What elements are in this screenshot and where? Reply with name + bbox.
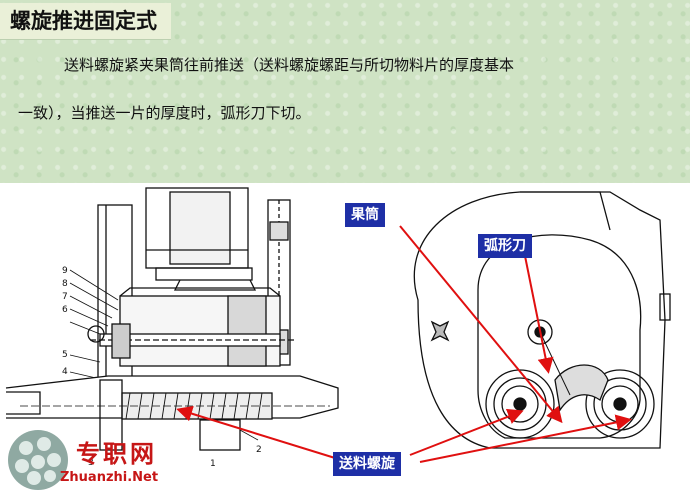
part-number: 6: [62, 305, 68, 315]
part-number: 3: [88, 458, 94, 468]
part-number: 1: [210, 459, 216, 469]
part-number: 2: [256, 445, 262, 455]
side-section-view: [5, 187, 339, 451]
paragraph-line-1: 送料螺旋紧夹果筒往前推送（送料螺旋螺距与所切物料片的厚度基本: [64, 56, 515, 74]
page-title: 螺旋推进固定式: [0, 3, 171, 40]
part-number: 7: [62, 292, 68, 302]
part-numbers: 9 8 7 6 5 4 1 2 3: [62, 266, 262, 469]
watermark-text-en: Zhuanzhi.Net: [60, 470, 159, 485]
machine-diagram: 9 8 7 6 5 4 1 2 3: [0, 183, 690, 494]
description-paragraph: 送料螺旋紧夹果筒往前推送（送料螺旋螺距与所切物料片的厚度基本 一致），当推送一片…: [18, 52, 678, 126]
label-huxing-dao: 弧形刀: [478, 234, 532, 258]
callout-arrows: [176, 225, 632, 463]
part-number: 9: [62, 266, 68, 276]
label-guotong: 果筒: [345, 203, 385, 227]
part-number: 4: [62, 367, 68, 377]
arrow-guotong: [399, 225, 563, 424]
part-number: 8: [62, 279, 68, 289]
part-number: 5: [62, 350, 68, 360]
watermark-text-cn: 专职网: [76, 439, 157, 468]
arrow-screw-left: [176, 405, 336, 459]
arrow-huxing-dao: [524, 255, 554, 374]
paragraph-line-2: 一致），当推送一片的厚度时，弧形刀下切。: [18, 104, 311, 122]
end-view: [413, 191, 671, 449]
arrow-screw-right-a: [409, 408, 524, 456]
arrow-screw-right-b: [419, 414, 632, 463]
watermark-logo-icon: [8, 430, 68, 490]
label-songliao-luoxuan: 送料螺旋: [333, 452, 401, 476]
